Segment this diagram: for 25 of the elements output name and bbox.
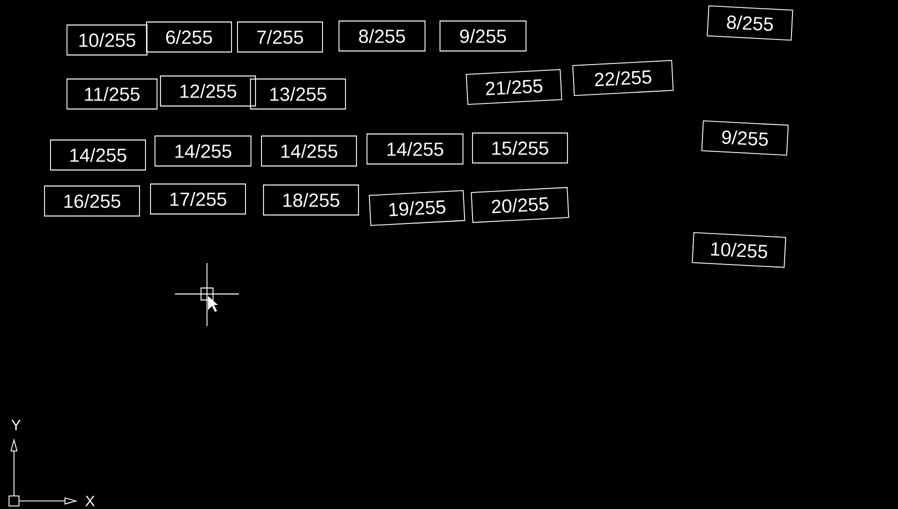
text-box: 9/255 (440, 20, 526, 52)
text-box: 17/255 (150, 184, 246, 214)
text-box: 8/255 (706, 5, 794, 41)
text-box: 14/255 (261, 136, 357, 166)
text-box: 13/255 (250, 78, 346, 110)
text-box: 20/255 (470, 187, 570, 223)
text-box: 14/255 (366, 134, 464, 164)
text-box: 14/255 (50, 140, 146, 170)
text-box: 10/255 (66, 24, 148, 56)
text-box: 11/255 (66, 78, 158, 110)
text-box: 12/255 (160, 76, 256, 106)
text-box: 22/255 (572, 60, 674, 96)
text-box: 9/255 (701, 120, 789, 156)
axis-label: Y (11, 420, 21, 430)
text-box: 14/255 (154, 136, 252, 166)
text-box: 18/255 (263, 184, 359, 216)
text-box: 6/255 (146, 22, 232, 52)
axis-label: X (85, 496, 95, 506)
text-box: 19/255 (368, 190, 466, 226)
text-box: 21/255 (466, 69, 562, 105)
text-box: 15/255 (472, 132, 568, 164)
text-box: 7/255 (237, 22, 323, 52)
text-box: 10/255 (692, 232, 786, 268)
text-box: 8/255 (338, 20, 426, 52)
text-box: 16/255 (44, 186, 140, 216)
